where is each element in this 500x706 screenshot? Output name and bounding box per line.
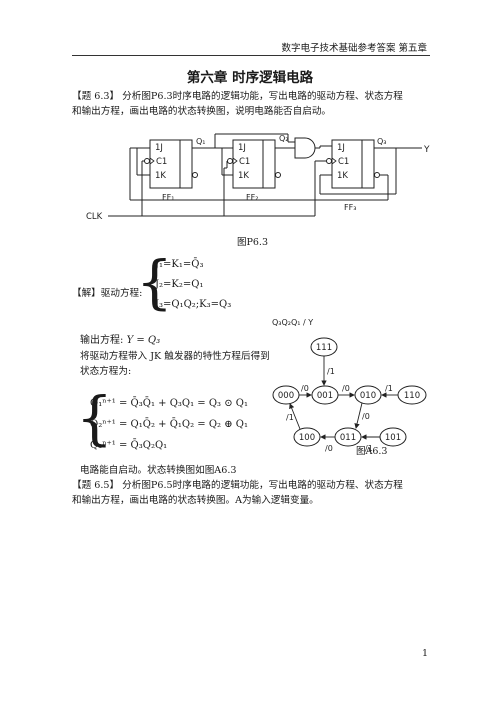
state-eq-2: Q₂ⁿ⁺¹ = Q₁Q̄₂ + Q̄₁Q₂ = Q₂ ⊕ Q₁ [90,419,249,430]
ff3-label: FF₃ [344,203,356,212]
brace-state: { [76,384,113,452]
transition-label-5: /1 [286,413,294,422]
ff3-c-label: C1 [338,157,349,167]
state-eq-3: Q₃ⁿ⁺¹ = Q̄₃Q₂Q₁ [90,440,168,451]
drive-eq-1: J₁=K₁=Q̄₃ [155,259,204,270]
conclusion-text: 电路能自启动。状态转换图如图A6.3 [80,465,237,476]
problem-6-3-text1: 分析图P6.3时序电路的逻辑功能，写出电路的驱动方程、状态方程 [119,91,403,102]
state-label-100: 100 [299,433,315,443]
state-010 [354,385,382,405]
transition-label-7: /0 [325,444,333,453]
problem-6-5-label: 【题 6.5】 [72,480,120,491]
state-label-011: 011 [340,433,356,443]
state-label-111: 111 [316,343,332,353]
state-label-010: 010 [360,391,376,401]
ff3-j-label: 1J [337,143,345,153]
output-eq: Y = Q₃ [126,335,161,346]
circuit-diagram: 1J C1 1K 1J C1 1K 1J C1 1K Q₁ Q₂ Q₃ Y FF… [86,133,430,222]
state-legend: Q₃Q₂Q₁ / Y [272,318,313,327]
transition-label-8: /1 [365,444,373,453]
ff3-k-label: 1K [337,171,348,181]
figure-caption-p6-3: 图P6.3 [237,237,269,248]
ff1-j-label: 1J [155,143,163,153]
state-label-001: 001 [317,391,333,401]
chapter-title: 第六章 时序逻辑电路 [186,70,314,86]
ff1-k-label: 1K [155,171,166,181]
substitution-text-1: 将驱动方程带入 JK 触发器的特性方程后得到 [80,351,270,362]
problem-6-3-label: 【题 6.3】 [72,91,120,102]
state-label-101: 101 [385,433,401,443]
drive-eq-3: J₃=Q₁Q₂;K₃=Q₃ [155,299,232,310]
running-header: 数字电子技术基础参考答案 第五章 [281,43,427,54]
output-y-label: Y [423,145,430,155]
ff2-label: FF₂ [246,193,258,202]
page-number: 1 [421,648,428,659]
clk-label: CLK [86,212,103,222]
ff2-c-label: C1 [239,157,250,167]
problem-6-5-text2: 和输出方程，画出电路的状态转换图。A为输入逻辑变量。 [72,495,319,506]
drive-eq-2: J₂=K₂=Q₁ [155,279,204,290]
state-label-110: 110 [404,391,420,401]
ff2-j-label: 1J [238,143,246,153]
q3-label: Q₃ [377,137,387,146]
q1-label: Q₁ [196,137,206,146]
state-diagram: Q₃Q₂Q₁ / Y 111 000 001 010 110 100 011 1… [272,318,427,453]
substitution-text-2: 状态方程为: [80,366,132,377]
figure-caption-a6-3: 图A6.3 [356,446,388,457]
transition-label-6: /0 [362,412,370,421]
state-eq-1: Q₁ⁿ⁺¹ = Q̄₃Q̄₁ + Q₃Q₁ = Q₃ ⊙ Q₁ [90,398,249,409]
ff1-label: FF₁ [162,193,174,202]
q2-label: Q₂ [279,134,289,143]
problem-6-5-text1: 分析图P6.5时序电路的逻辑功能，写出电路的驱动方程、状态方程 [119,480,403,491]
problem-6-3-text2: 和输出方程，画出电路的状态转换图，说明电路能否自启动。 [72,106,332,117]
problem-6-5: 【题 6.5】 分析图P6.5时序电路的逻辑功能，写出电路的驱动方程、状态方程 … [72,478,432,508]
transition-label-1: /1 [327,367,335,376]
header-rule [72,55,430,56]
transition-label-4: /1 [385,384,393,393]
transition-label-2: /0 [301,384,309,393]
output-label: 输出方程: [80,335,124,346]
transition-label-3: /0 [342,384,350,393]
substitution-text: 将驱动方程带入 JK 触发器的特性方程后得到 状态方程为: [80,349,280,379]
problem-6-3: 【题 6.3】 分析图P6.3时序电路的逻辑功能，写出电路的驱动方程、状态方程 … [72,89,432,119]
solution-label: 【解】驱动方程: [72,288,143,299]
brace-drive: { [136,248,173,316]
state-100 [293,427,321,447]
output-eq-row: 输出方程: Y = Q₃ [80,331,160,346]
ff1-c-label: C1 [156,157,167,167]
ff2-k-label: 1K [238,171,249,181]
state-label-000: 000 [278,391,294,401]
